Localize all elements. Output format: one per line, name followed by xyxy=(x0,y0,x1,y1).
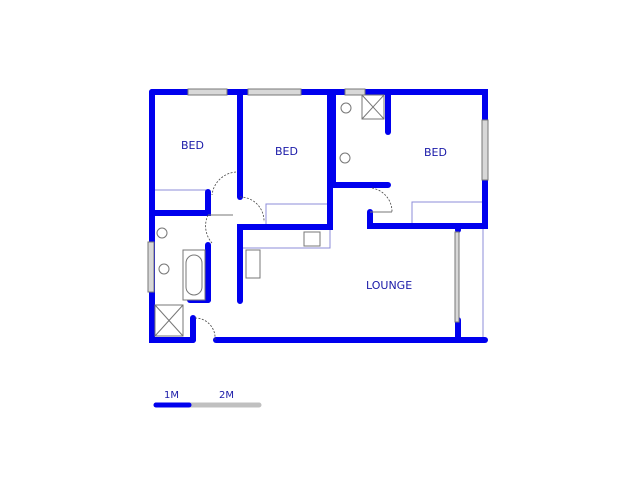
walls xyxy=(149,89,488,343)
windows xyxy=(147,88,489,323)
room-label-bed-1: BED xyxy=(181,139,204,152)
toilet xyxy=(156,227,168,239)
scale-label-1m: 1M xyxy=(164,390,179,401)
basin xyxy=(158,263,170,275)
door-swings xyxy=(194,171,393,341)
room-label-bed-3: BED xyxy=(424,146,447,159)
room-label-lounge: LOUNGE xyxy=(366,279,413,292)
sink xyxy=(245,249,261,279)
stove xyxy=(303,231,321,247)
basin-ensuite xyxy=(339,152,351,164)
fixtures xyxy=(154,94,385,337)
scale-label-2m: 2M xyxy=(219,390,234,401)
room-label-bed-2: BED xyxy=(275,145,298,158)
toilet-ensuite xyxy=(340,102,352,114)
